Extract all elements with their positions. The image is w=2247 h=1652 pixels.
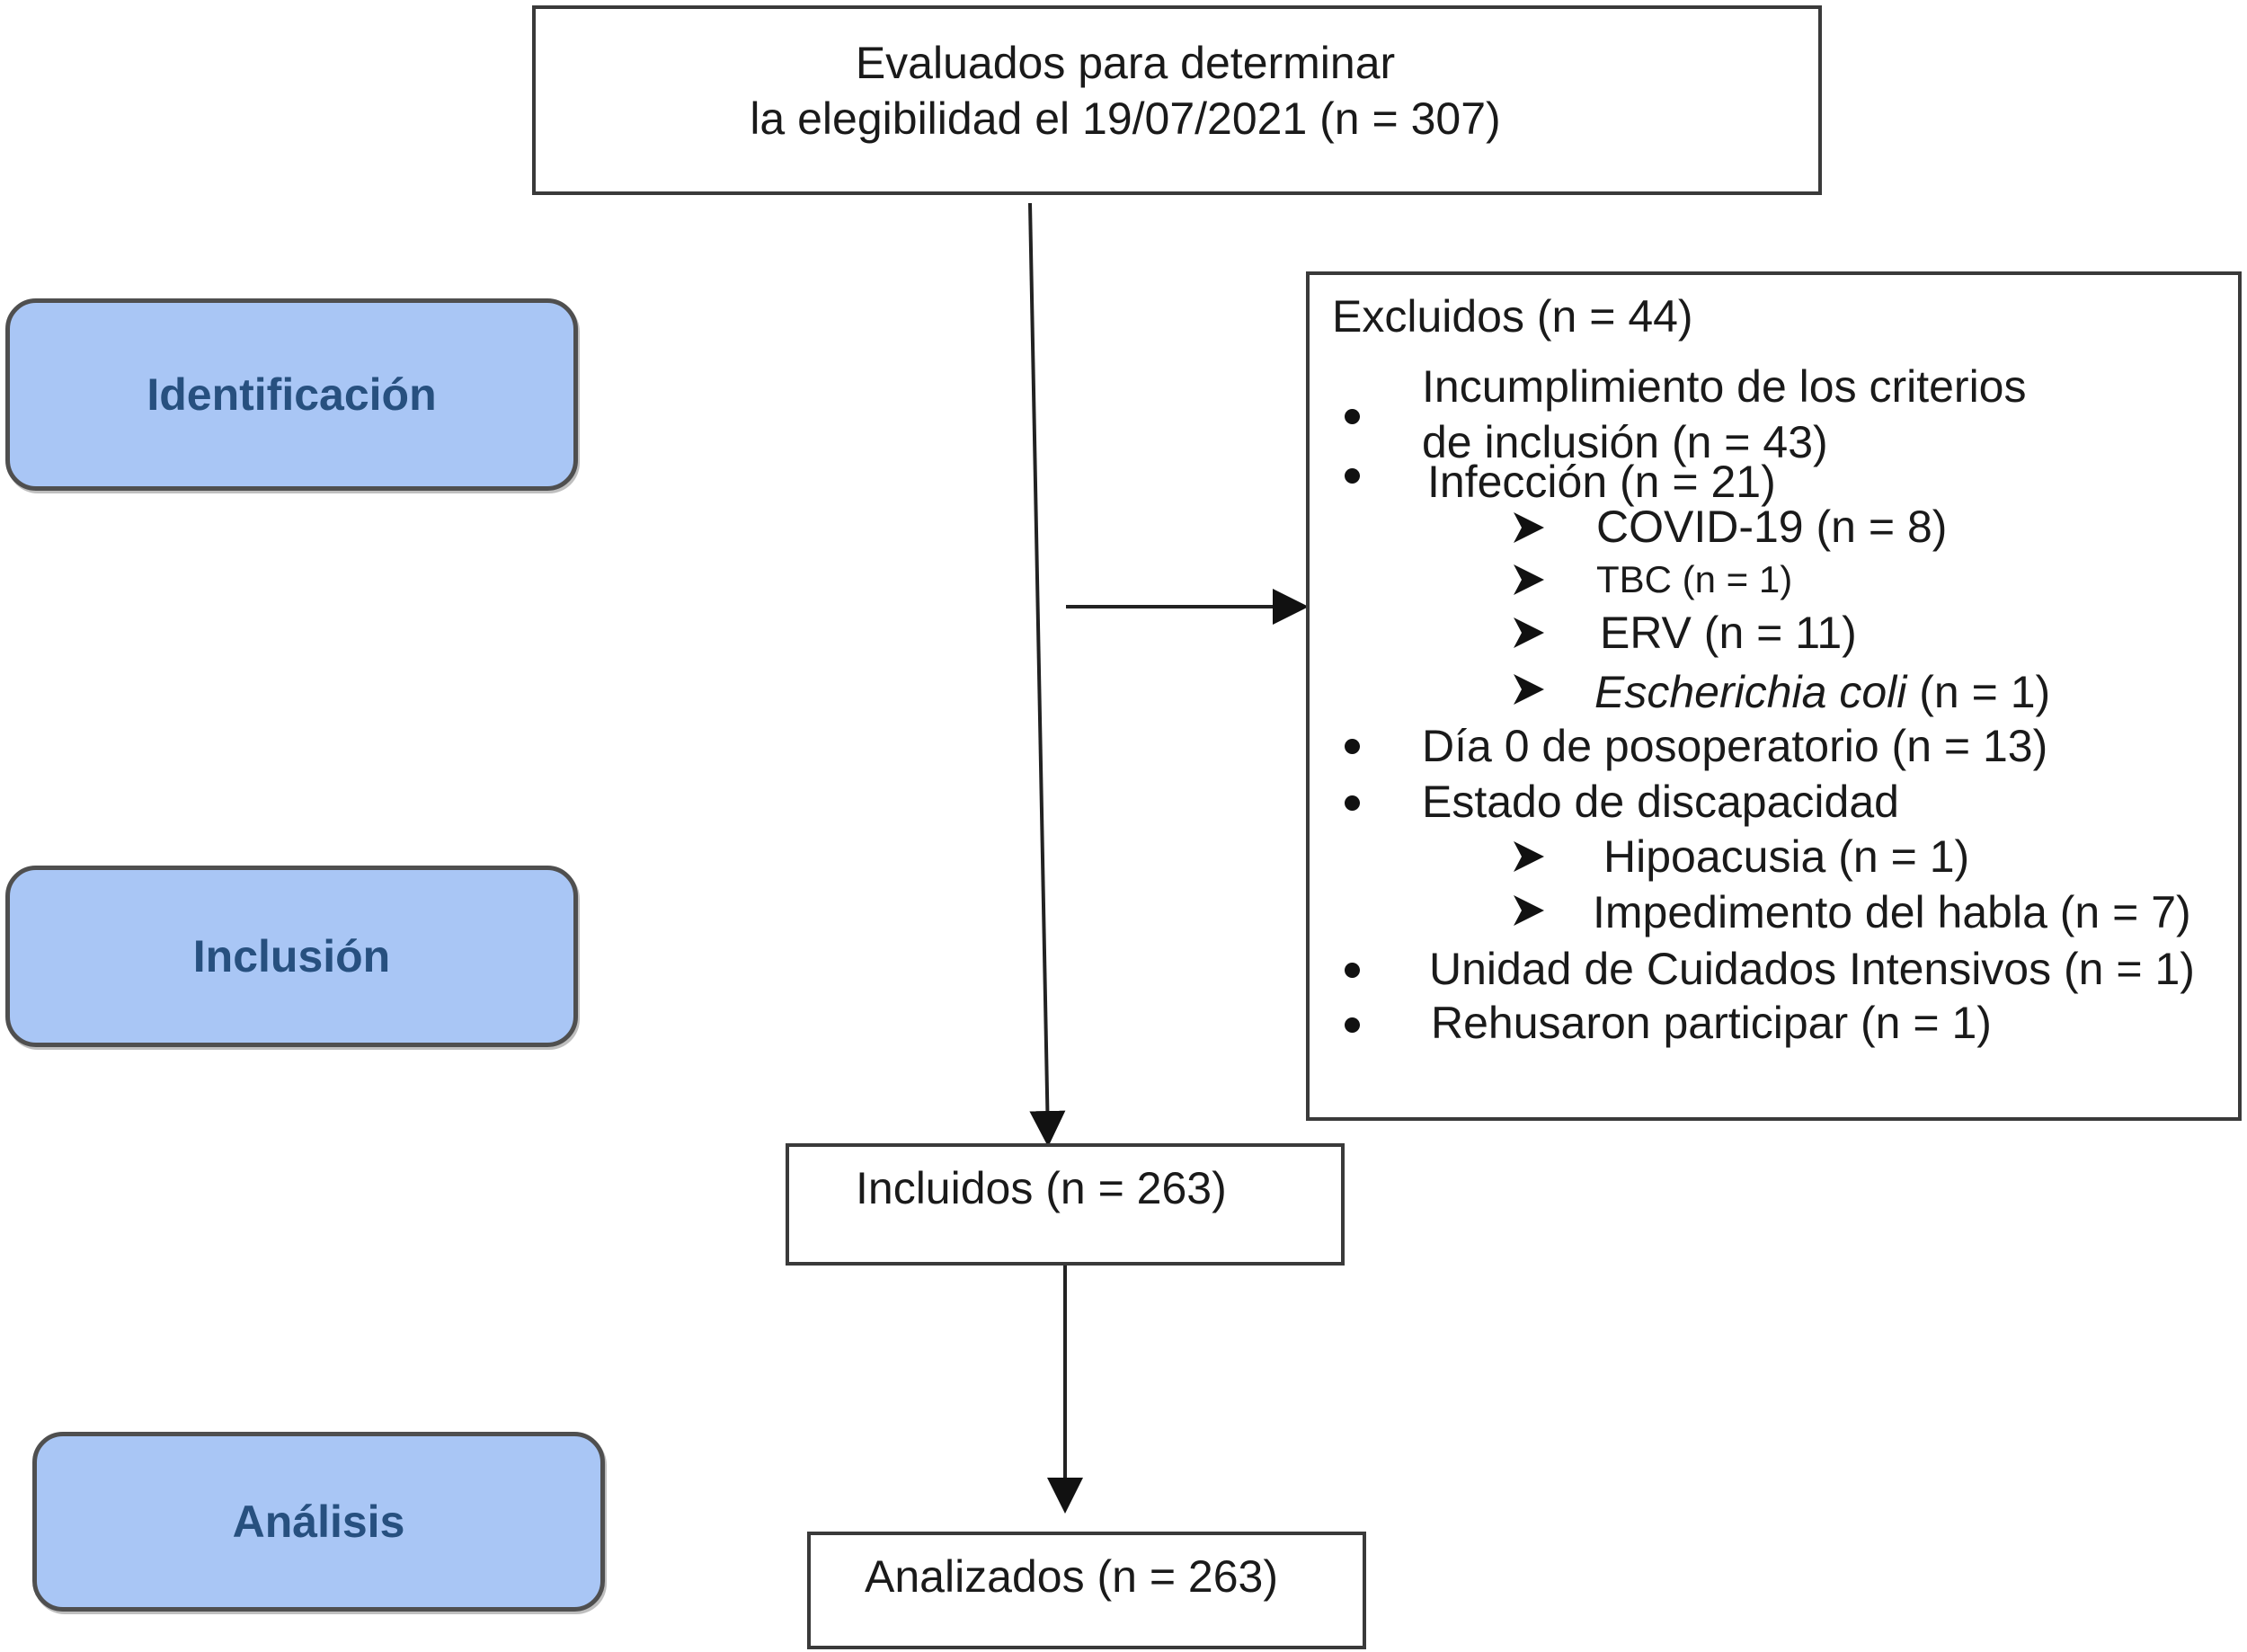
chevron-tbc-icon — [1514, 564, 1544, 595]
bullet-refused — [1345, 1017, 1360, 1033]
ecoli-count: (n = 1) — [1906, 667, 2051, 717]
excluded-refused: Rehusaron participar (n = 1) — [1431, 998, 1992, 1048]
assessed-line-2: la elegibilidad el 19/07/2021 (n = 307) — [750, 93, 1501, 144]
bullet-icu — [1345, 963, 1360, 978]
excluded-icu: Unidad de Cuidados Intensivos (n = 1) — [1429, 944, 2195, 994]
bullet-disability — [1345, 795, 1360, 811]
bullet-criteria — [1345, 409, 1360, 424]
excluded-criteria-line-1: Incumplimiento de los criterios — [1422, 361, 2027, 412]
chevron-covid-icon — [1514, 512, 1544, 543]
stage-identification-label: Identificación — [147, 369, 437, 420]
excluded-box — [1306, 271, 2242, 1121]
excluded-hearing: Hipoacusia (n = 1) — [1603, 831, 1970, 882]
stage-analysis-label: Análisis — [232, 1497, 405, 1547]
assessed-line-1: Evaluados para determinar — [855, 38, 1396, 88]
bullet-infection — [1345, 468, 1360, 484]
excluded-covid: COVID-19 (n = 8) — [1596, 502, 1948, 552]
excluded-ecoli: Escherichia coli (n = 1) — [1594, 665, 2050, 719]
excluded-erv: ERV (n = 11) — [1600, 608, 1857, 658]
analyzed-label: Analizados (n = 263) — [865, 1551, 1279, 1602]
chevron-speech-icon — [1514, 895, 1544, 926]
arrow-assessed-to-included — [1028, 202, 1066, 1147]
excluded-title: Excluidos (n = 44) — [1332, 291, 1693, 342]
excluded-postop: Día 0 de posoperatorio (n = 13) — [1422, 721, 2048, 771]
stage-inclusion-label: Inclusión — [192, 931, 391, 981]
stage-inclusion: Inclusión — [5, 866, 578, 1047]
included-box — [786, 1143, 1345, 1266]
excluded-criteria-line-2: de inclusión (n = 43) — [1422, 417, 1828, 467]
excluded-infection: Infección (n = 21) — [1427, 457, 1776, 507]
bullet-postop — [1345, 739, 1360, 754]
chevron-erv-icon — [1514, 617, 1544, 648]
excluded-speech: Impedimento del habla (n = 7) — [1593, 887, 2191, 937]
stage-identification: Identificación — [5, 298, 578, 491]
assessed-box — [532, 5, 1822, 195]
included-label: Incluidos (n = 263) — [856, 1163, 1227, 1213]
excluded-disability: Estado de discapacidad — [1422, 777, 1899, 827]
chevron-hearing-icon — [1514, 841, 1544, 872]
excluded-tbc: TBC (n = 1) — [1596, 558, 1793, 600]
ecoli-organism-name: Escherichia coli — [1594, 667, 1907, 717]
stage-analysis: Análisis — [32, 1432, 605, 1612]
chevron-ecoli-icon — [1514, 674, 1544, 705]
analyzed-box — [807, 1532, 1366, 1649]
